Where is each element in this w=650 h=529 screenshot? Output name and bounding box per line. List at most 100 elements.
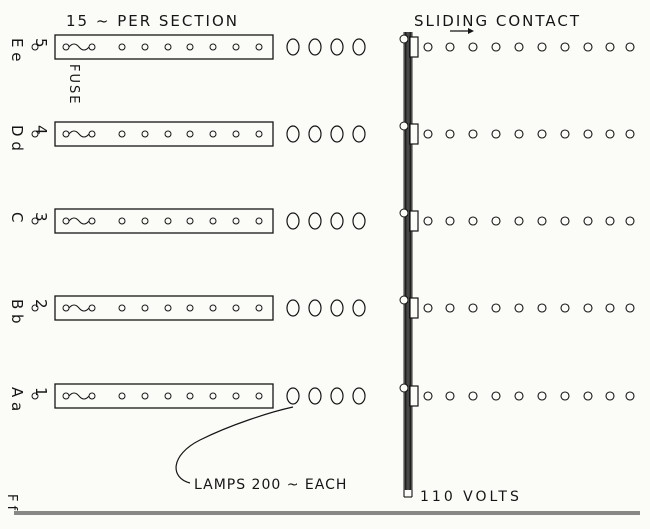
stud-terminal bbox=[255, 217, 263, 225]
contact-stud bbox=[537, 42, 547, 52]
stud-terminal bbox=[186, 304, 194, 312]
contact-stud bbox=[583, 391, 593, 401]
section-number-label: 4 bbox=[32, 125, 50, 135]
contact-stud bbox=[560, 42, 570, 52]
lamp-icon bbox=[330, 387, 344, 405]
stud-terminal bbox=[118, 304, 126, 312]
lamps-label: LAMPS 200 ~ EACH bbox=[194, 477, 347, 493]
contact-stud bbox=[468, 129, 478, 139]
sliding-contact-label: SLIDING CONTACT bbox=[414, 12, 581, 30]
lamp-icon bbox=[308, 212, 322, 230]
fuse-terminal bbox=[62, 392, 70, 400]
lamp-icon bbox=[308, 38, 322, 56]
stud-window bbox=[161, 302, 175, 314]
contact-stud bbox=[514, 303, 524, 313]
lamp-icon bbox=[352, 212, 366, 230]
stud-window bbox=[206, 41, 220, 53]
lamp-icon bbox=[286, 38, 300, 56]
stud-terminal bbox=[209, 392, 217, 400]
contact-stud bbox=[468, 303, 478, 313]
stud-terminal bbox=[164, 392, 172, 400]
contact-stud bbox=[491, 216, 501, 226]
fuse-terminal bbox=[88, 130, 96, 138]
contact-stud bbox=[537, 391, 547, 401]
contact-stud bbox=[423, 391, 433, 401]
contact-stud bbox=[583, 216, 593, 226]
section-number-label: 2 bbox=[32, 299, 50, 309]
stud-terminal bbox=[255, 130, 263, 138]
contact-stud bbox=[583, 303, 593, 313]
lamp-icon bbox=[308, 125, 322, 143]
stud-window bbox=[115, 128, 129, 140]
resistance-box bbox=[54, 121, 274, 147]
binding-post bbox=[31, 217, 39, 225]
contact-stud bbox=[625, 303, 635, 313]
bottom-line-label: F f bbox=[4, 494, 19, 511]
fuse-terminal bbox=[62, 217, 70, 225]
contact-stud bbox=[423, 42, 433, 52]
resistance-box bbox=[54, 208, 274, 234]
stud-terminal bbox=[255, 304, 263, 312]
stud-window bbox=[229, 215, 243, 227]
section-letter-label: C bbox=[8, 212, 26, 222]
stud-window bbox=[183, 41, 197, 53]
stud-terminal bbox=[164, 217, 172, 225]
lamp-icon bbox=[286, 212, 300, 230]
stud-window bbox=[206, 215, 220, 227]
stud-terminal bbox=[186, 392, 194, 400]
stud-window bbox=[229, 128, 243, 140]
lamp-icon bbox=[286, 125, 300, 143]
fuse-terminal bbox=[88, 43, 96, 51]
stud-window bbox=[138, 215, 152, 227]
contact-stud bbox=[468, 391, 478, 401]
contact-stud bbox=[625, 129, 635, 139]
lamp-icon bbox=[330, 125, 344, 143]
contact-stud bbox=[445, 216, 455, 226]
sliding-contact bbox=[409, 36, 419, 58]
lamp-icon bbox=[352, 38, 366, 56]
contact-stud bbox=[625, 391, 635, 401]
contact-stud bbox=[445, 129, 455, 139]
stud-terminal bbox=[186, 130, 194, 138]
section-number-label: 3 bbox=[32, 212, 50, 222]
stud-terminal bbox=[164, 130, 172, 138]
stud-terminal bbox=[141, 217, 149, 225]
stud-window bbox=[115, 390, 129, 402]
sliding-contact bbox=[409, 297, 419, 319]
fuse-terminal bbox=[62, 304, 70, 312]
stud-window bbox=[115, 302, 129, 314]
contact-stud bbox=[625, 42, 635, 52]
stud-terminal bbox=[209, 43, 217, 51]
contact-stud bbox=[560, 303, 570, 313]
stud-terminal bbox=[118, 217, 126, 225]
contact-knob bbox=[399, 208, 409, 218]
stud-terminal bbox=[232, 392, 240, 400]
contact-stud bbox=[514, 391, 524, 401]
stud-window bbox=[229, 390, 243, 402]
fuse-wire bbox=[68, 130, 90, 138]
stud-terminal bbox=[232, 304, 240, 312]
per-section-label: 15 ~ PER SECTION bbox=[66, 12, 239, 30]
contact-stud bbox=[537, 216, 547, 226]
sliding-contact bbox=[409, 210, 419, 232]
stud-window bbox=[115, 41, 129, 53]
stud-terminal bbox=[164, 304, 172, 312]
lamp-icon bbox=[286, 387, 300, 405]
stud-window bbox=[138, 41, 152, 53]
lamps-pointer-line bbox=[175, 406, 294, 484]
contact-stud bbox=[491, 391, 501, 401]
stud-window bbox=[183, 128, 197, 140]
lamp-icon bbox=[308, 299, 322, 317]
contact-stud bbox=[423, 129, 433, 139]
contact-stud bbox=[605, 129, 615, 139]
contact-knob bbox=[399, 295, 409, 305]
stud-window bbox=[206, 302, 220, 314]
contact-stud bbox=[514, 42, 524, 52]
stud-terminal bbox=[186, 43, 194, 51]
stud-window bbox=[252, 302, 266, 314]
fuse-wire bbox=[68, 217, 90, 225]
